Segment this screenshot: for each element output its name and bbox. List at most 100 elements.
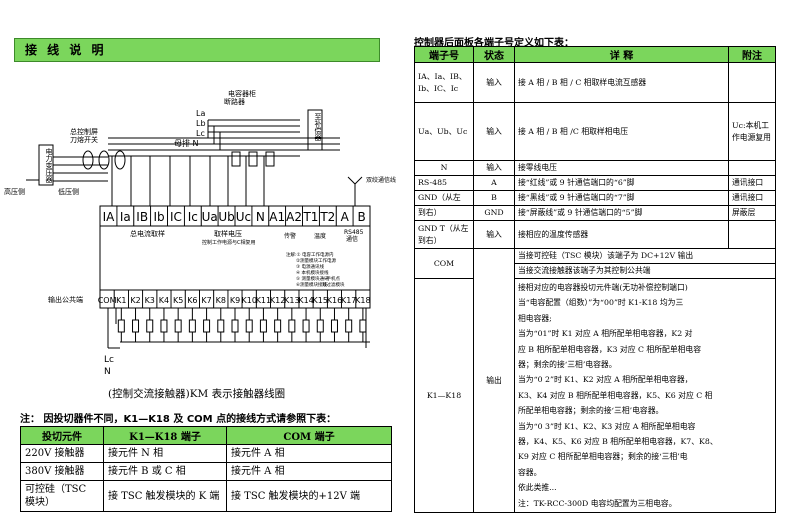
table-row: 220V 接触器 接元件 N 相 接元件 A 相	[20, 444, 392, 463]
terminal-label: K1	[116, 296, 126, 305]
coil	[174, 319, 182, 333]
note-7: —手机点	[322, 275, 340, 282]
table-row: K1—K18 接相对应的电容器投切元件端(无功补偿控制端口) 当“电容配置（组数）…	[414, 277, 776, 514]
cell-state: 输入	[473, 102, 515, 161]
terminal-label: K7	[201, 296, 211, 305]
coil	[288, 319, 296, 333]
label-busbar: 母排 N	[174, 138, 199, 148]
terminal-label: IA	[103, 210, 116, 224]
label-output-common: 输出公共端	[48, 295, 83, 304]
col-header-note: 附注	[728, 46, 776, 63]
terminal-label: B	[357, 210, 365, 224]
k-detail-line: 接相对应的电容器投切元件端(无功补偿控制端口)	[518, 283, 688, 292]
cell-detail: 接零线电压	[514, 160, 729, 176]
cell-note: Uc:本机工作电源复用	[728, 102, 776, 161]
col-header-state: 状态	[473, 46, 515, 63]
note-1: 注解:① 电容工作电源内	[286, 251, 334, 258]
terminal-label: A1	[269, 210, 285, 224]
cell: 220V 接触器	[20, 444, 104, 463]
col-header-terminal: 端子号	[414, 46, 474, 63]
col-header-detail: 详 释	[514, 46, 729, 63]
col-header-com-terminal: COM 端子	[226, 426, 392, 445]
terminal-label: A2	[286, 210, 302, 224]
cell-detail: 接“屏蔽线”或 9 针通信端口的“5”脚	[514, 205, 729, 221]
terminal-label: K9	[230, 296, 240, 305]
terminal-cell	[355, 289, 371, 309]
k-detail-line: 应 B 相所配单相电容器，K3 对应 C 相所配单相电容	[518, 344, 702, 354]
cell-state: 输出	[473, 247, 515, 514]
terminal-label: Ua	[202, 210, 218, 224]
cell-note	[728, 62, 776, 103]
terminal-label: A	[341, 210, 350, 224]
right-table-title: 控制器后面板各端子号定义如下表：	[414, 38, 574, 49]
cell-state: GND	[473, 205, 515, 221]
note-5: ⑤ 测量模块通讯	[296, 275, 329, 282]
cell-detail: 接 A 相 / B 相 /C 相取样相电压	[514, 102, 729, 161]
table-row: 380V 接触器 接元件 B 或 C 相 接元件 A 相	[20, 462, 392, 481]
cell-detail: 接“黑线”或 9 针通信端口的“7”脚	[514, 190, 729, 206]
table-header-row: 端子号 状态 详 释 附注	[414, 46, 776, 63]
terminal-label: K17	[341, 296, 356, 305]
cell-terminal: 到右）	[414, 205, 474, 221]
col-header-element: 投切元件	[20, 426, 104, 445]
label-rs485: RS485	[344, 229, 364, 236]
k-detail-line: 当为“01”时 K1 对应 A 相所配单相电容器，K2 对	[518, 329, 693, 339]
cell-terminal: Ua、Ub、Uc	[414, 102, 474, 161]
label-compensation: 至补偿器	[314, 113, 322, 142]
k-detail-line: 当“电容配置（组数）”为“00”时 K1-K18 均为三	[518, 298, 684, 308]
cell-state: 输入	[473, 220, 515, 249]
label-high-voltage: 高压侧	[4, 187, 25, 196]
label-lb: Lb	[196, 119, 206, 128]
cell: 可控硅（TSC 模块）	[20, 480, 104, 512]
cell-note: 屏蔽层	[728, 205, 776, 221]
terminal-definition-table: 端子号 状态 详 释 附注 IA、Ia、IB、Ib、IC、Ic 输入 接 A 相…	[414, 46, 776, 514]
label-work-power: 控制工作电源与C相复用	[202, 239, 256, 246]
cell: 接 TSC 触发模块的 K 端	[103, 480, 227, 512]
label-comm: 通信	[346, 235, 358, 243]
cell-terminal: K1—K18	[414, 277, 474, 514]
cell: 380V 接触器	[20, 462, 104, 481]
note-2: ②测量模块工作电源	[296, 257, 337, 264]
k-detail-line: 器，K4、K5、K6 对应 B 相所配单相电容器，K7、K8、	[518, 437, 718, 447]
terminal-label: K3	[145, 296, 155, 305]
terminal-label: K8	[216, 296, 226, 305]
label-la: La	[196, 109, 205, 118]
label-capacitor-cabinet: 电容器柜	[228, 89, 256, 98]
cell: 接元件 A 相	[226, 444, 392, 463]
col-header-k-terminal: K1—K18 端子	[103, 426, 227, 445]
cell-detail: 接 A 相 / B 相 / C 相取样电流互感器	[514, 62, 729, 103]
terminal-label: IC	[170, 210, 182, 224]
note-text: 注： 因投切器件不同，K1—K18 及 COM 点的接线方式请参照下表：	[20, 414, 337, 425]
terminal-label: K11	[256, 296, 271, 305]
coil	[359, 319, 367, 333]
terminal-label: COM	[98, 296, 117, 305]
cell-note	[728, 220, 776, 249]
label-antenna: 双绞通信线	[366, 176, 396, 184]
cell-detail: 接“红线”或 9 针通信端口的“6”脚	[514, 175, 729, 191]
k-detail-line: 当为“0 2”时 K1、K2 对应 A 相所配单相电容器，	[518, 375, 693, 385]
table-row: 可控硅（TSC 模块） 接 TSC 触发模块的 K 端 接 TSC 触发模块的+…	[20, 480, 392, 512]
k-detail-line: 器；剩余的接‘三相’电容器。	[518, 360, 617, 370]
terminal-label: K13	[284, 296, 299, 305]
table-header-row: 投切元件 K1—K18 端子 COM 端子	[20, 426, 392, 445]
terminal-label: K2	[130, 296, 140, 305]
terminal-label: T2	[319, 210, 335, 224]
label-current-sampling: 总电流取样	[130, 229, 165, 238]
terminal-label: IB	[136, 210, 148, 224]
cell-detail: 当接交流接触器该端子为其控制公共端	[514, 263, 776, 279]
note-4: ④ 本机模块接线	[296, 269, 329, 276]
k-detail-line: K9 对应 C 相所配单相电容器；剩余的接‘三相’电	[518, 452, 688, 462]
table-row: RS-485 A 接“红线”或 9 针通信端口的“6”脚 通讯接口	[414, 175, 776, 191]
cell-terminal: COM	[414, 248, 474, 279]
terminal-label: K10	[241, 296, 256, 305]
cell-terminal: N	[414, 160, 474, 176]
terminal-label: K6	[187, 296, 197, 305]
k-detail-line: 注：TK-RCC-300D 电容均配置为三相电容。	[518, 498, 677, 508]
coil	[231, 319, 239, 333]
cell-state: 输入	[473, 62, 515, 103]
cell: 接 TSC 触发模块的+12V 端	[226, 480, 392, 512]
coil	[245, 319, 253, 333]
k-detail-line: 当为“0 3”时 K1、K2、K3 对应 A 相所配单相电容	[518, 421, 696, 431]
terminal-label: Ub	[218, 210, 234, 224]
